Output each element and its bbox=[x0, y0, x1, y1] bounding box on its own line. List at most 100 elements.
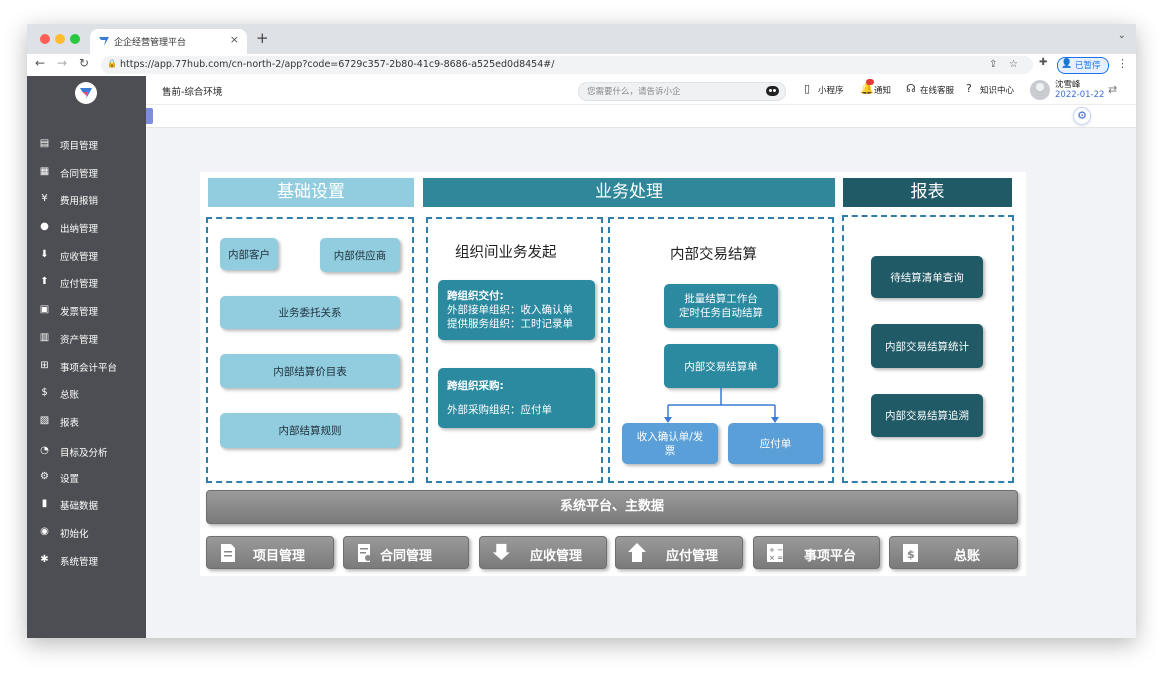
reload-icon[interactable]: ↻ bbox=[79, 56, 90, 70]
sidebar-item-report[interactable]: ▧ 报表 bbox=[39, 413, 143, 431]
collapse-handle[interactable] bbox=[146, 108, 153, 124]
cross-org-delivery-tile: 跨组织交付: 外部接单组织：收入确认单 提供服务组织：工时记录单 bbox=[438, 280, 595, 340]
sidebar-item-event-accounting[interactable]: ⊞ 事项会计平台 bbox=[39, 358, 143, 376]
app-logo[interactable] bbox=[75, 82, 97, 104]
calculator-icon: + −× = bbox=[767, 544, 783, 562]
sidebar-item-payable[interactable]: ⬆ 应付管理 bbox=[39, 274, 143, 292]
share-icon[interactable]: ⇪ bbox=[989, 59, 998, 70]
sidebar-item-init[interactable]: ◉ 初始化 bbox=[39, 524, 143, 542]
sidebar-item-label: 事项会计平台 bbox=[60, 363, 118, 374]
bell-icon: 🔔 bbox=[860, 82, 874, 95]
settlement-bill-tile: 内部交易结算单 bbox=[664, 344, 778, 388]
tile-line: 批量结算工作台 bbox=[684, 293, 758, 305]
power-icon: ◉ bbox=[40, 526, 49, 537]
app-logo-icon bbox=[99, 37, 109, 46]
svg-text:+ −: + − bbox=[769, 546, 783, 554]
sidebar-item-expense[interactable]: ¥ 费用报销 bbox=[39, 191, 143, 209]
switch-icon[interactable]: ⇄ bbox=[1108, 83, 1118, 96]
sidebar-item-label: 费用报销 bbox=[60, 196, 99, 207]
sidebar-item-system[interactable]: ✱ 系统管理 bbox=[39, 552, 143, 570]
search-input[interactable] bbox=[585, 84, 759, 100]
sidebar-item-settings[interactable]: ⚙ 设置 bbox=[39, 469, 143, 487]
url-field[interactable]: 🔒 https://app.77hub.com/cn-north-2/app?c… bbox=[101, 56, 1033, 74]
batch-workbench-tile: 批量结算工作台 定时任务自动结算 bbox=[664, 284, 778, 328]
settlement-stats-tile: 内部交易结算统计 bbox=[871, 324, 983, 368]
module-label: 总账 bbox=[954, 549, 981, 564]
sidebar-item-label: 应付管理 bbox=[60, 279, 99, 290]
architecture-diagram: 基础设置 业务处理 报表 内部客户 内部供应商 业务委托关系 内部结算价目表 内… bbox=[200, 172, 1026, 576]
expense-icon: ¥ bbox=[41, 193, 48, 204]
module-ledger: $ 总账 bbox=[889, 536, 1018, 569]
module-project: 项目管理 bbox=[206, 536, 334, 569]
sidebar-item-label: 资产管理 bbox=[60, 335, 99, 346]
payable-icon bbox=[628, 543, 646, 562]
settlement-rules-tile: 内部结算规则 bbox=[220, 413, 400, 448]
sidebar-item-project[interactable]: ▤ 项目管理 bbox=[39, 136, 143, 154]
browser-tab[interactable]: 企企经营管理平台 × bbox=[90, 29, 247, 54]
price-list-tile: 内部结算价目表 bbox=[220, 354, 400, 388]
sidebar-item-label: 项目管理 bbox=[60, 141, 99, 152]
tile-line: 外部采购组织：应付单 bbox=[447, 404, 552, 416]
contract-icon bbox=[358, 544, 371, 562]
browser-menu-icon[interactable]: ⋮ bbox=[1117, 57, 1128, 70]
ledger-icon: $ bbox=[903, 544, 918, 562]
internal-supplier-tile: 内部供应商 bbox=[320, 238, 400, 272]
avatar[interactable] bbox=[1030, 80, 1050, 100]
back-arrow-icon[interactable]: ← bbox=[35, 56, 46, 70]
tile-line: 票 bbox=[664, 444, 676, 457]
gear-icon: ⚙ bbox=[40, 471, 49, 482]
assistant-search[interactable] bbox=[578, 82, 786, 101]
tile-line: 定时任务自动结算 bbox=[679, 307, 763, 319]
browser-window: 企企经营管理平台 × + ⌄ ← → ↻ 🔒 https://app.77hub… bbox=[27, 24, 1136, 638]
svg-text:× =: × = bbox=[769, 554, 783, 562]
sidebar-item-invoice[interactable]: ▣ 发票管理 bbox=[39, 302, 143, 320]
section-business-header: 业务处理 bbox=[423, 178, 835, 207]
environment-label[interactable]: 售前-综合环境 bbox=[162, 87, 223, 98]
bookmark-star-icon[interactable]: ☆ bbox=[1009, 59, 1018, 70]
headset-icon: ☊ bbox=[906, 82, 916, 95]
profile-button[interactable]: 👤 已暂停 bbox=[1057, 57, 1109, 74]
payable-tile: 应付单 bbox=[728, 423, 823, 464]
sidebar-item-target[interactable]: ◔ 目标及分析 bbox=[39, 443, 143, 461]
app-logo-icon bbox=[80, 88, 92, 99]
help-icon: ? bbox=[966, 82, 972, 95]
person-icon: 👤 bbox=[1061, 59, 1073, 69]
module-contract: 合同管理 bbox=[343, 536, 469, 569]
tab-list-chevron-icon[interactable]: ⌄ bbox=[1117, 30, 1126, 41]
window-minimize-button[interactable] bbox=[55, 34, 65, 44]
asterisk-icon: ✱ bbox=[40, 554, 49, 565]
settlement-trace-tile: 内部交易结算追溯 bbox=[871, 394, 983, 437]
svg-text:$: $ bbox=[907, 548, 915, 561]
cashier-icon: ● bbox=[40, 221, 49, 232]
receivable-icon: ⬇ bbox=[40, 249, 49, 260]
sidebar-item-basic-data[interactable]: ▮ 基础数据 bbox=[39, 496, 143, 514]
sidebar-item-ledger[interactable]: $ 总账 bbox=[39, 385, 143, 403]
forward-arrow-icon[interactable]: → bbox=[57, 56, 68, 70]
payable-icon: ⬆ bbox=[40, 276, 49, 287]
sidebar-item-label: 总账 bbox=[60, 390, 80, 401]
robot-icon[interactable] bbox=[766, 86, 779, 96]
report-group bbox=[842, 215, 1014, 483]
sidebar-item-label: 目标及分析 bbox=[60, 448, 108, 459]
module-label: 事项平台 bbox=[804, 549, 857, 564]
gear-icon[interactable]: ⚙ bbox=[1073, 107, 1091, 125]
sidebar-item-receivable[interactable]: ⬇ 应收管理 bbox=[39, 247, 143, 265]
window-maximize-button[interactable] bbox=[70, 34, 80, 44]
sidebar-item-contract[interactable]: ▦ 合同管理 bbox=[39, 164, 143, 182]
module-label: 应收管理 bbox=[530, 549, 583, 564]
new-tab-button[interactable]: + bbox=[256, 29, 269, 47]
sidebar-item-cashier[interactable]: ● 出纳管理 bbox=[39, 219, 143, 237]
settlement-title: 内部交易结算 bbox=[670, 247, 757, 263]
module-label: 项目管理 bbox=[253, 549, 306, 564]
extensions-puzzle-icon[interactable]: ✚ bbox=[1039, 57, 1048, 68]
notify-badge bbox=[866, 79, 874, 85]
ledger-icon: $ bbox=[41, 387, 48, 398]
user-name[interactable]: 沈雪峰 bbox=[1055, 80, 1081, 90]
receivable-icon bbox=[492, 543, 510, 560]
tab-close-icon[interactable]: × bbox=[229, 33, 239, 46]
window-close-button[interactable] bbox=[40, 34, 50, 44]
sidebar-item-asset[interactable]: ▥ 资产管理 bbox=[39, 330, 143, 348]
sidebar-item-label: 出纳管理 bbox=[60, 224, 99, 235]
sidebar: ▤ 项目管理 ▦ 合同管理 ¥ 费用报销 ● 出纳管理 ⬇ 应收管理 ⬆ 应付管… bbox=[27, 76, 146, 638]
tile-title: 跨组织交付: bbox=[447, 290, 504, 302]
